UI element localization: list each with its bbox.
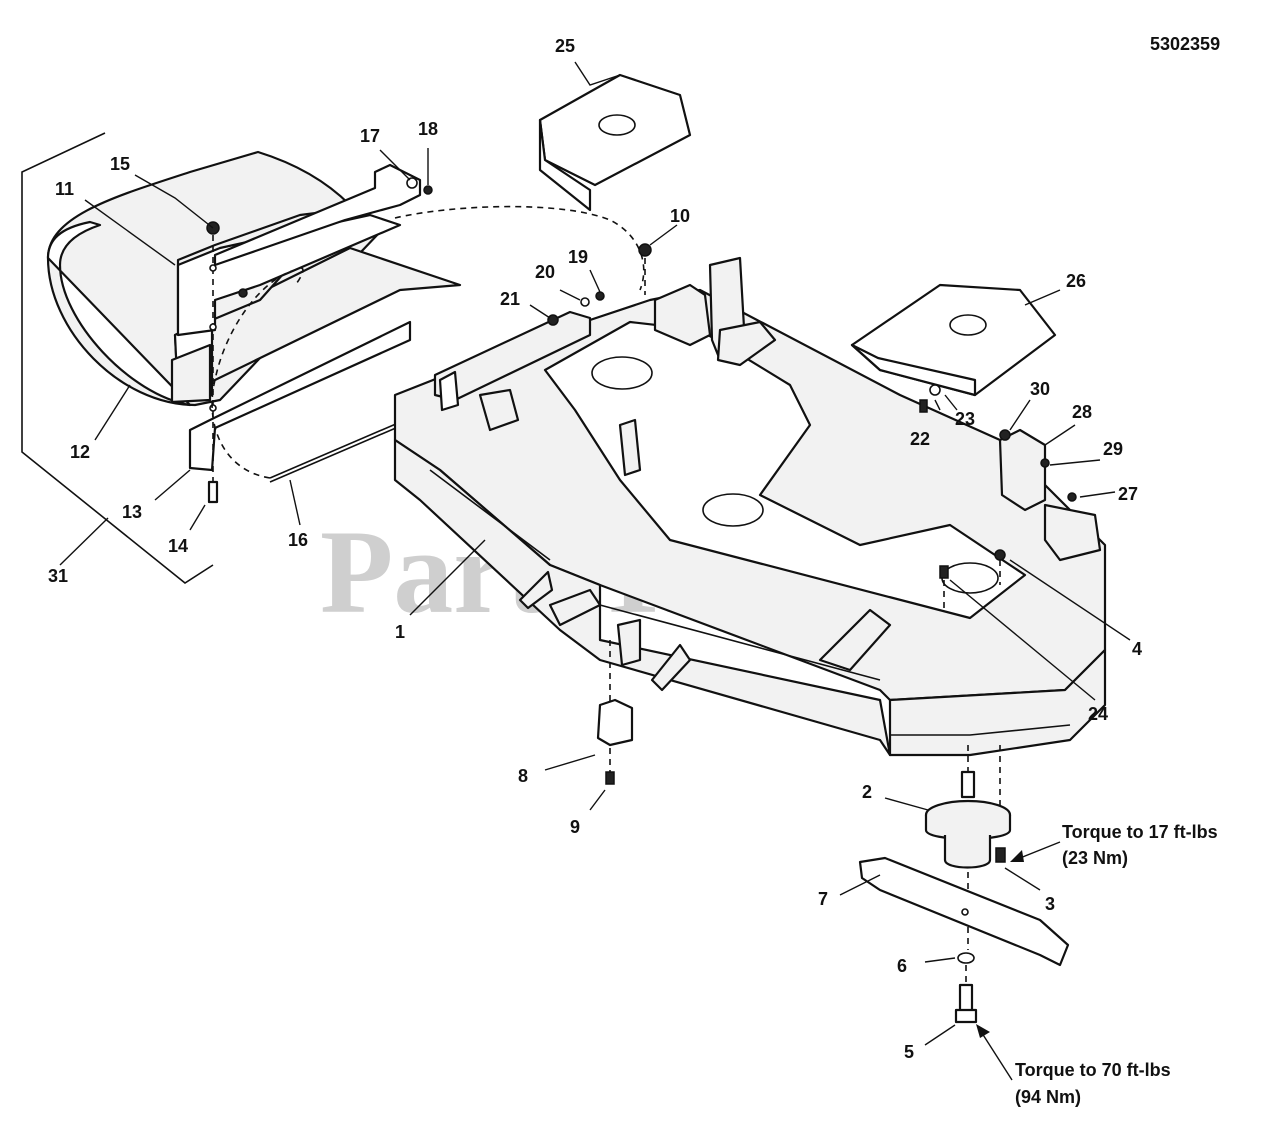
nut-27 bbox=[1067, 492, 1077, 502]
callout-25: 25 bbox=[555, 36, 575, 56]
callout-5: 5 bbox=[904, 1042, 914, 1062]
callout-30: 30 bbox=[1030, 379, 1050, 399]
nut-30 bbox=[999, 429, 1011, 441]
diagram-number: 5302359 bbox=[1150, 34, 1220, 54]
cover-flange bbox=[850, 343, 977, 397]
front-lug bbox=[548, 588, 602, 627]
torque-note-70-line2: (94 Nm) bbox=[1015, 1087, 1081, 1107]
callout-28: 28 bbox=[1072, 402, 1092, 422]
front-lug bbox=[518, 570, 554, 610]
wheel-block bbox=[478, 388, 520, 432]
bolt-22 bbox=[919, 399, 928, 413]
hole bbox=[209, 323, 217, 331]
skirt-edge bbox=[890, 724, 1071, 736]
clip-24 bbox=[939, 565, 949, 579]
spindle-hole-center bbox=[702, 493, 764, 527]
bolt-19 bbox=[595, 291, 605, 301]
callout-18: 18 bbox=[418, 119, 438, 139]
callout-12: 12 bbox=[70, 442, 90, 462]
callout-31: 31 bbox=[48, 566, 68, 586]
baffle bbox=[618, 418, 642, 477]
spring-path-16 bbox=[211, 267, 304, 479]
torque-note-70-line1: Torque to 70 ft-lbs bbox=[1015, 1060, 1171, 1080]
callout-19: 19 bbox=[568, 247, 588, 267]
callout-23: 23 bbox=[955, 409, 975, 429]
callout-22: 22 bbox=[910, 429, 930, 449]
spindle-hole-left bbox=[591, 356, 653, 390]
leader-lines bbox=[59, 61, 1131, 1046]
nut-10 bbox=[638, 243, 652, 257]
nut-21 bbox=[547, 314, 559, 326]
torque-note-17-line1: Torque to 17 ft-lbs bbox=[1062, 822, 1218, 842]
callout-11: 11 bbox=[55, 179, 74, 199]
spindle-assembly-2 bbox=[924, 770, 1012, 869]
callout-6: 6 bbox=[897, 956, 907, 976]
front-lug bbox=[818, 608, 892, 672]
cover-26-hole bbox=[949, 314, 987, 336]
callout-7: 7 bbox=[818, 889, 828, 909]
front-lug bbox=[616, 618, 642, 667]
callout-4: 4 bbox=[1132, 639, 1142, 659]
bolt-29 bbox=[1040, 458, 1050, 468]
rear-bracket bbox=[653, 283, 712, 347]
callout-16: 16 bbox=[288, 530, 308, 550]
dashed-path bbox=[394, 205, 645, 291]
hole bbox=[961, 908, 969, 916]
callout-8: 8 bbox=[518, 766, 528, 786]
bolt-3 bbox=[995, 847, 1006, 863]
washer-23 bbox=[929, 384, 941, 396]
skirt-edge bbox=[429, 469, 881, 681]
callout-9: 9 bbox=[570, 817, 580, 837]
callout-26: 26 bbox=[1066, 271, 1086, 291]
callout-21: 21 bbox=[500, 289, 520, 309]
cover-flange bbox=[538, 118, 592, 212]
callout-14: 14 bbox=[168, 536, 188, 556]
mount-block bbox=[1043, 503, 1102, 562]
hinge-bracket-21 bbox=[433, 310, 592, 402]
torque-note-70: Torque to 70 ft-lbs (94 Nm) bbox=[1015, 1060, 1171, 1107]
washer-20 bbox=[580, 297, 590, 307]
torque-note-17-line2: (23 Nm) bbox=[1062, 848, 1128, 868]
deflector-bar-13 bbox=[188, 320, 412, 472]
washer-17 bbox=[406, 177, 418, 189]
torque-arrows bbox=[976, 841, 1061, 1081]
callout-15: 15 bbox=[110, 154, 130, 174]
bracket-end bbox=[438, 370, 460, 412]
callout-24: 24 bbox=[1088, 704, 1108, 724]
hinge-bracket-17 bbox=[213, 163, 422, 267]
callout-2: 2 bbox=[862, 782, 872, 802]
callout-3: 3 bbox=[1045, 894, 1055, 914]
bolt-9 bbox=[605, 771, 615, 785]
callout-labels: 1 2 3 4 5 6 7 8 9 10 11 12 13 14 15 16 1… bbox=[48, 36, 1142, 1062]
bolt-14 bbox=[207, 480, 219, 504]
cover-25-hole bbox=[598, 114, 636, 136]
hole bbox=[209, 404, 217, 412]
assembly-31-bracket bbox=[21, 132, 214, 584]
nut-4 bbox=[994, 549, 1006, 561]
front-lug bbox=[650, 643, 692, 692]
bolt-head bbox=[954, 1008, 978, 1024]
callout-17: 17 bbox=[360, 126, 380, 146]
hardware bbox=[238, 288, 248, 298]
callout-27: 27 bbox=[1118, 484, 1138, 504]
callout-29: 29 bbox=[1103, 439, 1123, 459]
torque-note-17: Torque to 17 ft-lbs (23 Nm) bbox=[1062, 822, 1218, 868]
callout-10: 10 bbox=[670, 206, 690, 226]
washer-6 bbox=[957, 952, 975, 964]
callout-13: 13 bbox=[122, 502, 142, 522]
pin-18 bbox=[423, 185, 433, 195]
bracket-28 bbox=[998, 428, 1047, 512]
callout-20: 20 bbox=[535, 262, 555, 282]
spindle-hole-right bbox=[941, 562, 999, 594]
callout-1: 1 bbox=[395, 622, 405, 642]
bracket-8 bbox=[596, 698, 634, 747]
bracket-foot bbox=[716, 320, 777, 367]
hole bbox=[209, 264, 217, 272]
